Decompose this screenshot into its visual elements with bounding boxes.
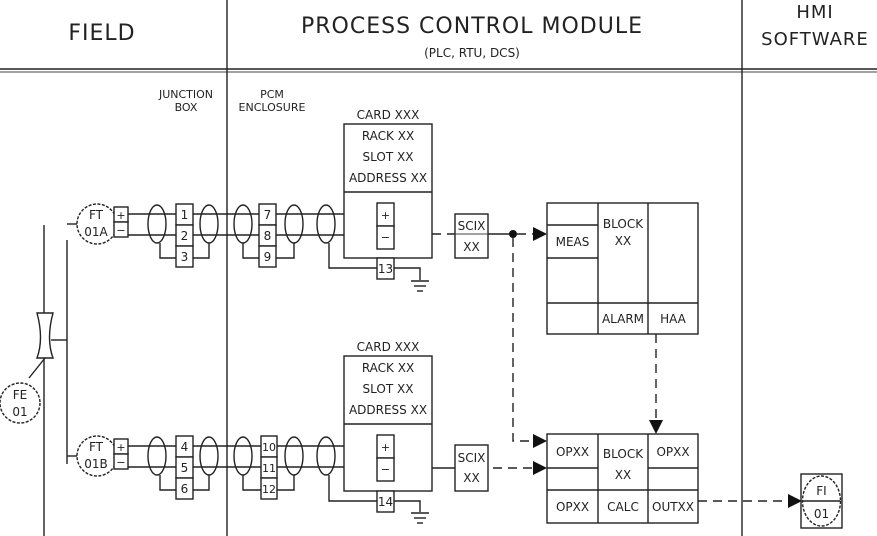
arrow-to-calc-icon <box>649 420 663 434</box>
arrow-to-indicator-icon <box>788 494 802 508</box>
svg-text:1: 1 <box>181 208 189 222</box>
svg-text:5: 5 <box>181 461 189 475</box>
svg-text:BLOCK: BLOCK <box>603 217 644 231</box>
orifice-plate-icon <box>35 312 55 359</box>
hmi-heading-line2: SOFTWARE <box>761 29 869 50</box>
svg-text:SLOT XX: SLOT XX <box>363 382 414 396</box>
svg-text:7: 7 <box>264 208 272 222</box>
header: FIELD PROCESS CONTROL MODULE (PLC, RTU, … <box>68 2 869 60</box>
junction-box-terminals-b: 4 5 6 <box>175 435 194 500</box>
svg-text:XX: XX <box>615 468 631 482</box>
svg-text:−: − <box>381 231 390 244</box>
junction-box-label-line2: BOX <box>175 101 198 114</box>
svg-text:+: + <box>116 441 125 454</box>
svg-text:BLOCK: BLOCK <box>603 447 644 461</box>
svg-text:12: 12 <box>262 483 276 496</box>
svg-text:14: 14 <box>378 495 393 509</box>
ft01a-minus-terminal <box>113 221 129 238</box>
process-pipe <box>28 225 68 536</box>
svg-text:XX: XX <box>463 471 479 485</box>
ground-icon <box>411 512 429 524</box>
svg-text:OUTXX: OUTXX <box>652 500 694 514</box>
flow-element-fe01: FE 01 <box>0 382 41 424</box>
io-card-a: CARD XXX RACK XX SLOT XX ADDRESS XX + − … <box>343 108 433 292</box>
ground-icon <box>411 280 429 292</box>
svg-text:−: − <box>381 463 390 476</box>
arrow-to-meas-icon <box>533 227 547 241</box>
svg-text:01: 01 <box>814 507 829 521</box>
svg-text:01B: 01B <box>84 457 108 471</box>
svg-text:FE: FE <box>13 388 27 402</box>
svg-text:FT: FT <box>89 440 104 454</box>
svg-text:ADDRESS XX: ADDRESS XX <box>349 403 427 417</box>
scix-a: SCIX XX <box>454 213 489 259</box>
svg-text:FT: FT <box>89 208 104 222</box>
svg-text:−: − <box>116 456 125 469</box>
calc-function-block: OPXX BLOCK XX OPXX OPXX CALC OUTXX <box>546 433 699 524</box>
svg-text:HAA: HAA <box>660 312 687 326</box>
pcm-enclosure-label-line2: ENCLOSURE <box>239 101 306 114</box>
svg-text:RACK XX: RACK XX <box>362 361 414 375</box>
svg-text:10: 10 <box>262 441 276 454</box>
ft01b-minus-terminal <box>113 453 129 470</box>
svg-text:OPXX: OPXX <box>556 445 589 459</box>
pcm-enclosure-terminals-b: 10 11 12 <box>260 435 278 500</box>
pcm-enclosure-terminals-a: 7 8 9 <box>258 203 277 268</box>
flow-indicator-fi01: FI 01 <box>800 473 843 529</box>
svg-text:FI: FI <box>816 484 826 498</box>
transmitter-ft01a: FT 01A <box>76 203 118 245</box>
svg-text:XX: XX <box>615 234 631 248</box>
transmitter-ft01b: FT 01B <box>76 435 118 477</box>
junction-dot <box>509 230 517 238</box>
svg-text:ADDRESS XX: ADDRESS XX <box>349 171 427 185</box>
svg-text:13: 13 <box>378 262 393 276</box>
svg-text:6: 6 <box>181 482 189 496</box>
svg-text:SCIX: SCIX <box>458 451 486 465</box>
svg-text:3: 3 <box>181 250 189 264</box>
svg-text:11: 11 <box>262 462 276 475</box>
loop-a: FT 01A + − 1 2 3 <box>67 108 547 448</box>
svg-text:CARD XXX: CARD XXX <box>357 108 420 122</box>
svg-text:CARD XXX: CARD XXX <box>357 340 420 354</box>
svg-text:01A: 01A <box>84 225 108 239</box>
arrow-to-opxx-icon <box>533 434 547 448</box>
svg-text:ALARM: ALARM <box>602 312 644 326</box>
svg-text:OPXX: OPXX <box>656 445 689 459</box>
svg-text:2: 2 <box>181 229 189 243</box>
field-heading: FIELD <box>68 21 135 46</box>
svg-text:OPXX: OPXX <box>556 500 589 514</box>
svg-text:01: 01 <box>12 405 27 419</box>
svg-text:MEAS: MEAS <box>556 235 590 249</box>
scix-b: SCIX XX <box>454 444 489 492</box>
pcm-enclosure-label-line1: PCM <box>260 88 284 101</box>
alarm-function-block: MEAS BLOCK XX ALARM HAA <box>546 202 699 335</box>
svg-text:8: 8 <box>264 229 272 243</box>
svg-text:XX: XX <box>463 240 479 254</box>
svg-text:+: + <box>381 209 390 222</box>
hmi-heading-line1: HMI <box>796 2 833 23</box>
svg-text:SCIX: SCIX <box>458 219 486 233</box>
svg-text:RACK XX: RACK XX <box>362 129 414 143</box>
svg-text:9: 9 <box>264 250 272 264</box>
svg-text:SLOT XX: SLOT XX <box>363 150 414 164</box>
svg-text:+: + <box>381 441 390 454</box>
svg-text:+: + <box>116 209 125 222</box>
pcm-subheading: (PLC, RTU, DCS) <box>424 46 520 60</box>
svg-text:−: − <box>116 224 125 237</box>
loop-b: FT 01B + − 4 5 6 10 1 <box>67 340 547 524</box>
io-card-b: CARD XXX RACK XX SLOT XX ADDRESS XX + − … <box>343 340 433 524</box>
pcm-heading: PROCESS CONTROL MODULE <box>301 14 643 39</box>
junction-box-terminals-a: 1 2 3 <box>175 203 194 268</box>
junction-box-label-line1: JUNCTION <box>158 88 213 101</box>
arrow-to-calc-input-icon <box>533 461 547 475</box>
svg-text:CALC: CALC <box>607 500 639 514</box>
svg-text:4: 4 <box>181 440 189 454</box>
